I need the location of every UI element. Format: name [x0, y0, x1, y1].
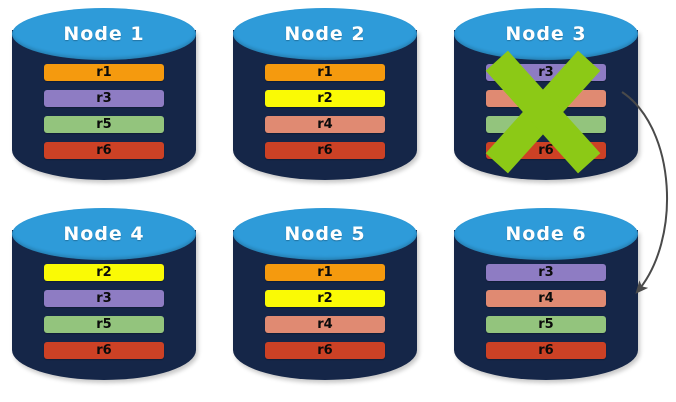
- node-title: Node 1: [63, 23, 145, 45]
- replica-item[interactable]: r3: [44, 290, 164, 307]
- replica-list: r3 r4 r5 r6: [486, 264, 606, 359]
- replica-list: r1 r2 r4 r6: [265, 264, 385, 359]
- node-6[interactable]: Node 6 r3 r4 r5 r6: [454, 208, 638, 386]
- node-title: Node 2: [284, 23, 366, 45]
- replica-list: r1 r3 r5 r6: [44, 64, 164, 159]
- cylinder-top: [233, 208, 417, 260]
- replica-item[interactable]: r5: [486, 316, 606, 333]
- replica-item[interactable]: r6: [44, 342, 164, 359]
- replica-item[interactable]: r6: [486, 342, 606, 359]
- replica-list: r2 r3 r5 r6: [44, 264, 164, 359]
- replica-item[interactable]: r5: [486, 116, 606, 133]
- replica-item[interactable]: r5: [44, 116, 164, 133]
- replica-item[interactable]: r6: [44, 142, 164, 159]
- node-1[interactable]: Node 1 r1 r3 r5 r6: [12, 8, 196, 186]
- replica-item[interactable]: r4: [265, 116, 385, 133]
- cylinder-top: [233, 8, 417, 60]
- replica-item[interactable]: r3: [486, 264, 606, 281]
- replica-item[interactable]: r2: [44, 264, 164, 281]
- node-4[interactable]: Node 4 r2 r3 r5 r6: [12, 208, 196, 386]
- node-title: Node 3: [505, 23, 587, 45]
- replica-list: r1 r2 r4 r6: [265, 64, 385, 159]
- cylinder-top: [454, 208, 638, 260]
- replica-item[interactable]: r4: [265, 316, 385, 333]
- node-title: Node 5: [284, 223, 366, 245]
- replica-item[interactable]: r3: [486, 64, 606, 81]
- node-title: Node 4: [63, 223, 145, 245]
- replica-item[interactable]: r3: [44, 90, 164, 107]
- replica-item[interactable]: r4: [486, 90, 606, 107]
- node-3[interactable]: Node 3 r3 r4 r5 r6: [454, 8, 638, 186]
- replica-item[interactable]: r2: [265, 290, 385, 307]
- node-5[interactable]: Node 5 r1 r2 r4 r6: [233, 208, 417, 386]
- node-title: Node 6: [505, 223, 587, 245]
- cylinder-top: [12, 8, 196, 60]
- replica-item[interactable]: r6: [486, 142, 606, 159]
- replica-item[interactable]: r6: [265, 142, 385, 159]
- replica-item[interactable]: r1: [265, 264, 385, 281]
- cylinder-top: [12, 208, 196, 260]
- replica-item[interactable]: r5: [44, 316, 164, 333]
- replica-item[interactable]: r2: [265, 90, 385, 107]
- replica-item[interactable]: r4: [486, 290, 606, 307]
- replica-item[interactable]: r1: [265, 64, 385, 81]
- replica-list: r3 r4 r5 r6: [486, 64, 606, 159]
- node-2[interactable]: Node 2 r1 r2 r4 r6: [233, 8, 417, 186]
- replica-item[interactable]: r6: [265, 342, 385, 359]
- replica-item[interactable]: r1: [44, 64, 164, 81]
